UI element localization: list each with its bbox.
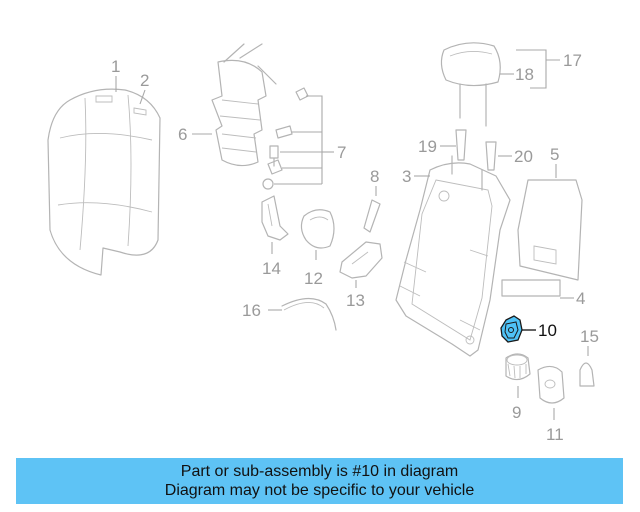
callout-2: 2	[140, 71, 149, 90]
trim-strip	[501, 279, 561, 297]
callout-13: 13	[346, 291, 365, 310]
leader-7	[274, 95, 323, 185]
callout-4: 4	[576, 289, 585, 308]
release-rod	[363, 199, 381, 233]
rear-panel	[517, 179, 583, 281]
callout-20: 20	[514, 147, 533, 166]
callout-16: 16	[242, 301, 261, 320]
highlighted-part-10	[500, 315, 523, 343]
screws-clips	[262, 87, 309, 190]
end-cap	[579, 362, 595, 387]
callout-19: 19	[418, 137, 437, 156]
banner-line-2: Diagram may not be specific to your vehi…	[164, 482, 475, 499]
callout-5: 5	[550, 145, 559, 164]
callout-1: 1	[111, 57, 120, 76]
callout-18: 18	[515, 65, 534, 84]
seatback-cushion	[47, 88, 161, 276]
adjuster-knob	[505, 353, 531, 381]
leader-2	[139, 89, 146, 105]
callout-6: 6	[178, 125, 187, 144]
callout-11: 11	[546, 425, 564, 444]
headrest-guides	[455, 129, 497, 171]
cover-cap	[300, 209, 335, 249]
callout-17: 17	[563, 51, 582, 70]
recliner-handle	[339, 241, 383, 279]
callout-10: 10	[538, 321, 557, 340]
callout-3: 3	[402, 167, 411, 186]
callout-7: 7	[337, 143, 346, 162]
lumbar-support	[211, 43, 277, 167]
callout-15: 15	[580, 327, 599, 346]
knob-cover	[537, 365, 565, 404]
callout-8: 8	[370, 167, 379, 186]
callout-12: 12	[304, 269, 323, 288]
callout-9: 9	[512, 403, 521, 422]
banner-line-1: Part or sub-assembly is #10 in diagram	[180, 463, 459, 480]
cable	[281, 297, 337, 331]
seatback-frame	[395, 155, 511, 357]
bracket	[261, 195, 289, 241]
leader-17	[516, 49, 560, 89]
callout-14: 14	[262, 259, 281, 278]
headrest	[440, 42, 501, 127]
info-banner: Part or sub-assembly is #10 in diagram D…	[16, 458, 623, 504]
